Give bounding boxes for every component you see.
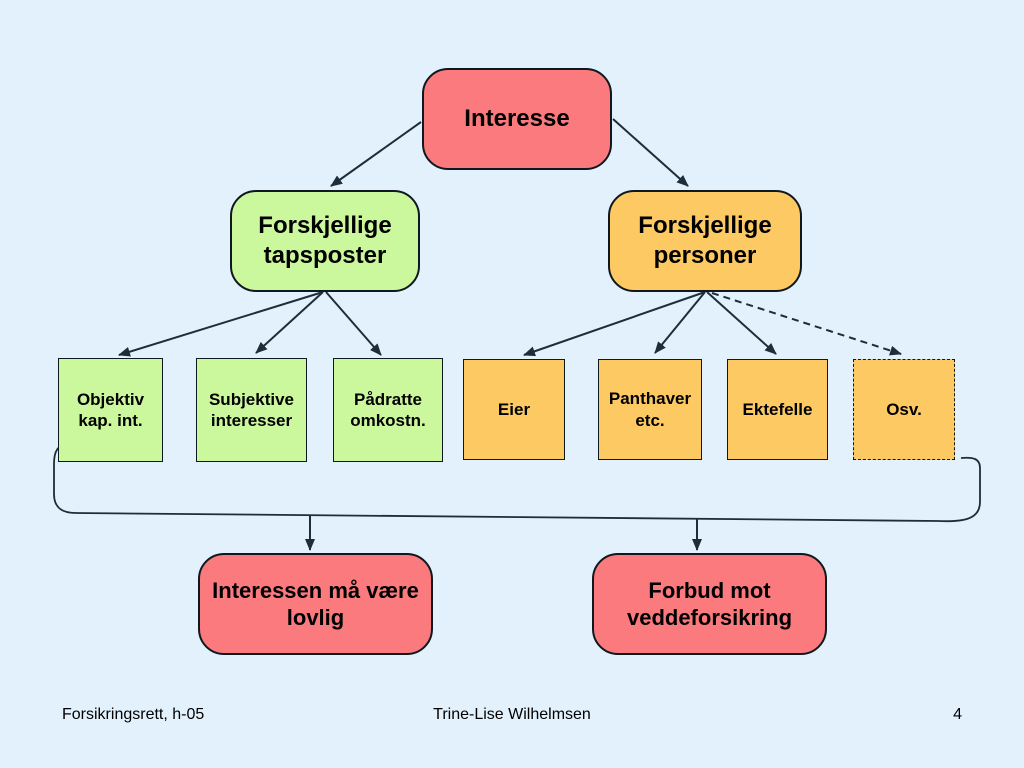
node-osv: Osv. xyxy=(853,359,955,460)
arrow-personer-to-eier xyxy=(523,291,706,357)
node-eier: Eier xyxy=(463,359,565,460)
arrow-tapsposter-to-padratte xyxy=(325,291,382,356)
arrow-personer-to-ektefelle xyxy=(706,291,777,355)
node-forskjellige-tapsposter: Forskjellige tapsposter xyxy=(230,190,420,292)
arrow-tapsposter-to-objektiv xyxy=(118,291,324,357)
node-interesse: Interesse xyxy=(422,68,612,170)
arrow-tapsposter-to-subjektive xyxy=(255,291,324,354)
node-ektefelle: Ektefelle xyxy=(727,359,828,460)
arrow-interesse-to-personer xyxy=(612,118,689,187)
node-panthaver-etc: Panthaver etc. xyxy=(598,359,702,460)
node-subjektive-interesser: Subjektive interesser xyxy=(196,358,307,462)
footer-course-label: Forsikringsrett, h-05 xyxy=(62,706,205,723)
arrow-personer-to-panthaver xyxy=(654,291,706,354)
node-objektiv-kap-int: Objektiv kap. int. xyxy=(58,358,163,462)
arrow-personer-to-osv-dashed xyxy=(711,292,902,356)
node-interessen-ma-vare-lovlig: Interessen må være lovlig xyxy=(198,553,433,655)
footer-page-number: 4 xyxy=(953,706,962,723)
footer-author-label: Trine-Lise Wilhelmsen xyxy=(433,706,591,723)
arrow-interesse-to-tapsposter xyxy=(330,121,422,187)
node-forskjellige-personer: Forskjellige personer xyxy=(608,190,802,292)
node-padratte-omkostn: Pådratte omkostn. xyxy=(333,358,443,462)
node-forbud-mot-veddeforsikring: Forbud mot veddeforsikring xyxy=(592,553,827,655)
